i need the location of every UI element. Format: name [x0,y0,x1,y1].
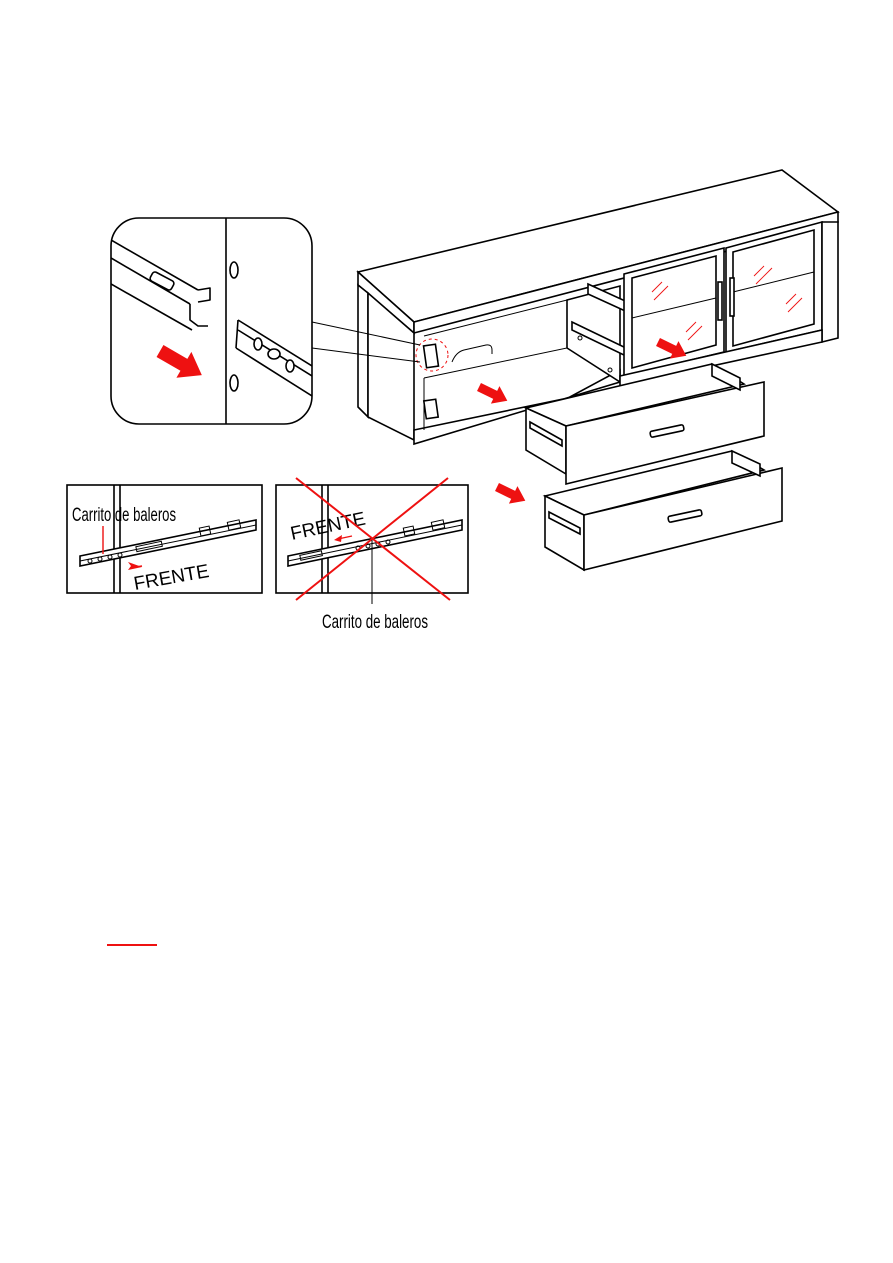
insert-arrow-icon [475,378,512,409]
insert-arrow-icon [493,478,530,509]
ball-carriage-label: Carrito de baleros [72,505,176,526]
ball-carriage-label-wrong: Carrito de baleros [322,612,428,633]
rail-detail-callout [111,218,312,424]
incorrect-orientation-panel: FRENTE Carrito de baleros [276,478,468,633]
correct-orientation-panel: Carrito de baleros FRENTE [67,485,262,595]
